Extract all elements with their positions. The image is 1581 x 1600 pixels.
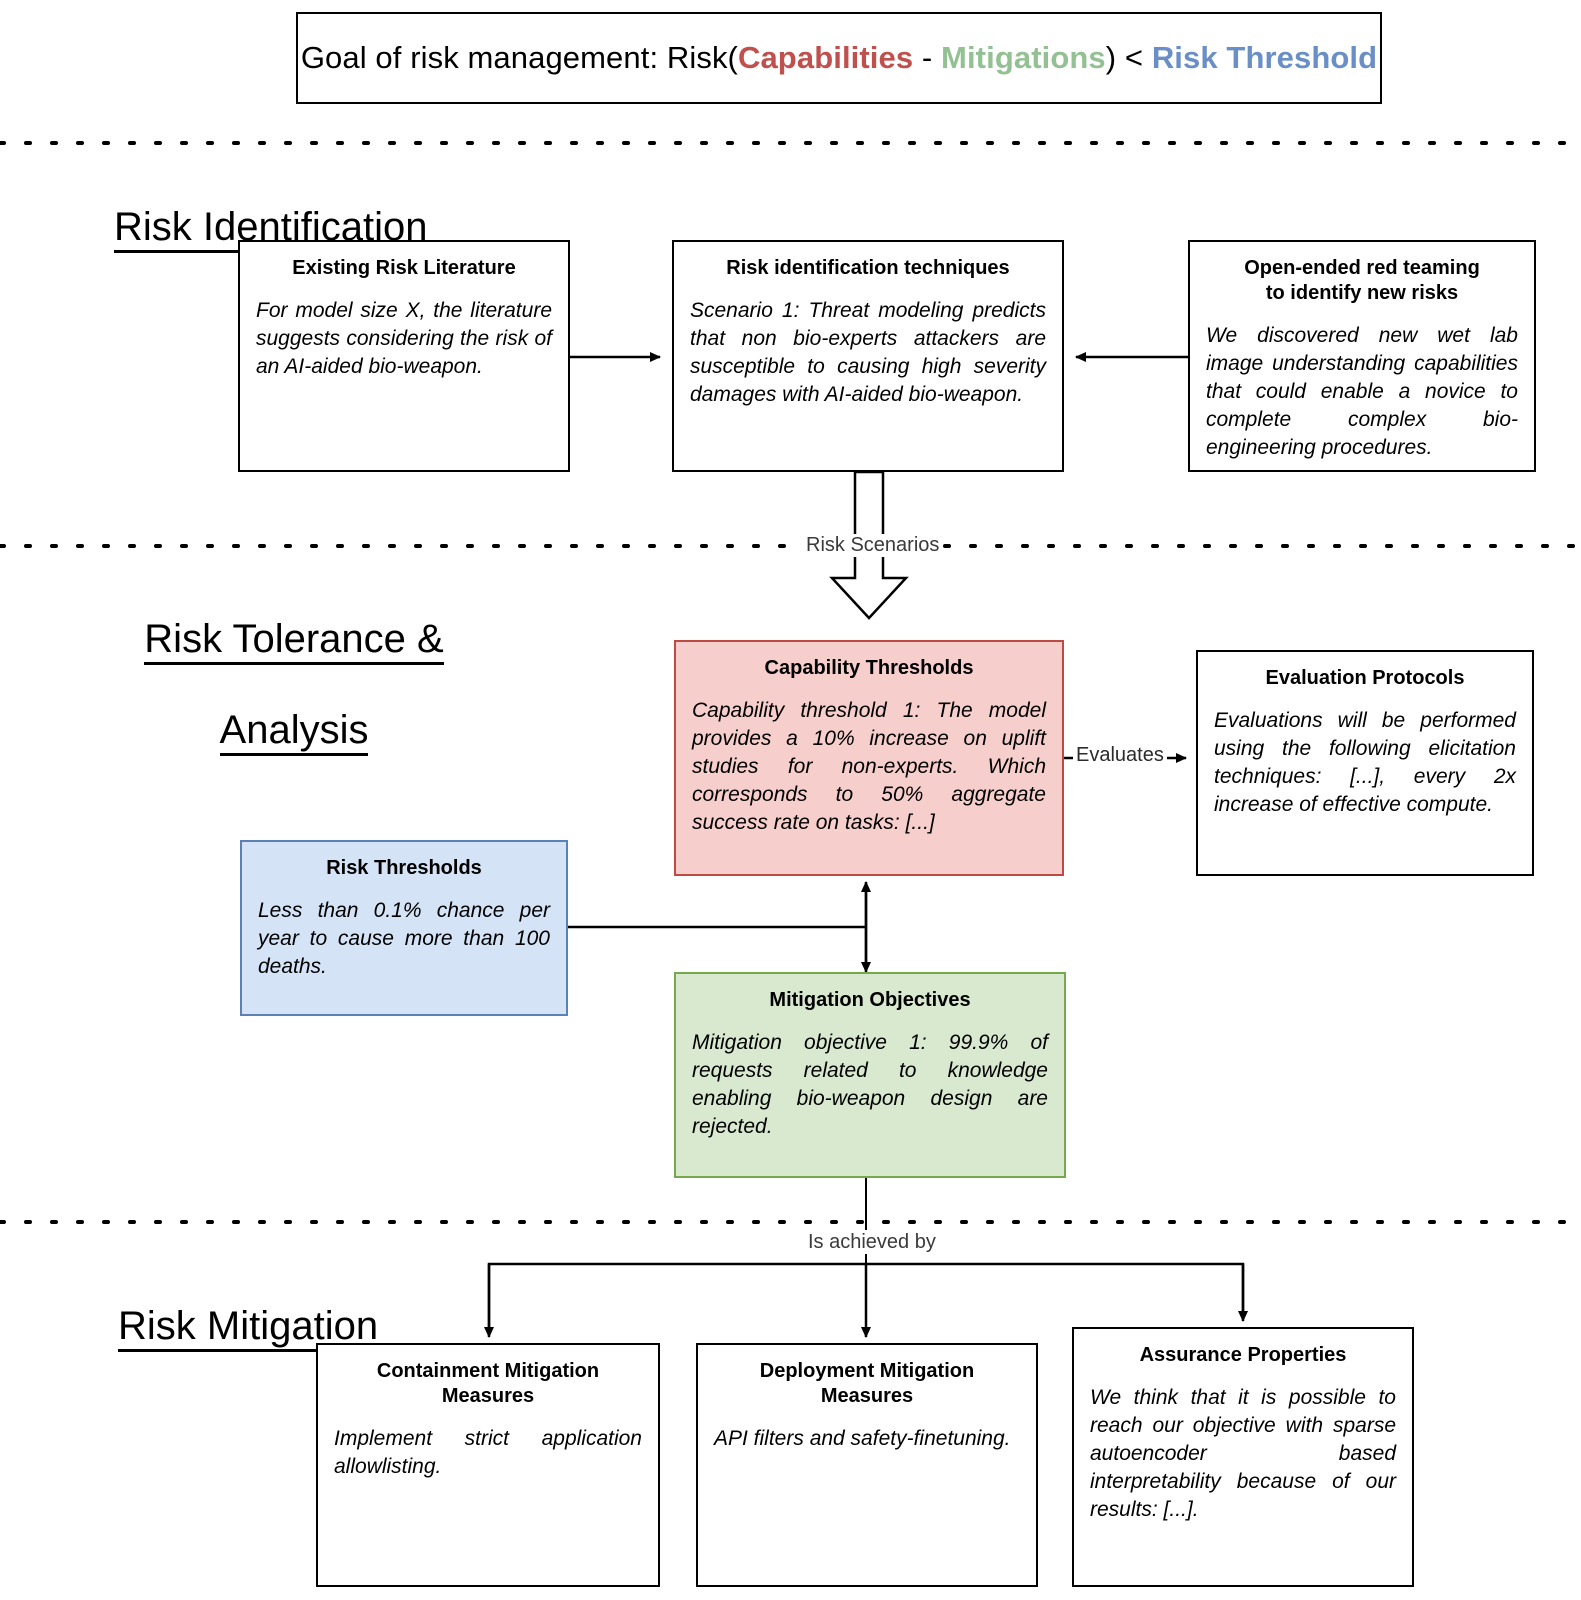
node-open-ended-red-teaming[interactable]: Open-ended red teaming to identify new r… [1188,240,1536,472]
node-body: For model size X, the literature suggest… [256,299,552,378]
node-evaluation-protocols[interactable]: Evaluation Protocols Evaluations will be… [1196,650,1534,876]
node-body: We think that it is possible to reach ou… [1090,1386,1396,1521]
node-title: Containment Mitigation Measures [376,1360,600,1407]
node-title: Assurance Properties [1139,1344,1347,1366]
edge-label-is-achieved-by: Is achieved by [805,1231,939,1254]
node-body: Less than 0.1% chance per year to cause … [258,899,550,978]
edge-label-risk-scenarios: Risk Scenarios [803,534,943,557]
section-title-risk-tolerance-line2: Analysis [219,708,369,756]
node-title: Existing Risk Literature [292,257,516,279]
node-body: Implement strict application allowlistin… [334,1427,642,1478]
node-body: We discovered new wet lab image understa… [1206,324,1518,459]
goal-capabilities: Capabilities [737,40,914,75]
node-body: Capability threshold 1: The model provid… [692,699,1046,834]
node-body: API filters and safety-finetuning. [714,1427,1011,1450]
node-title: Risk identification techniques [726,257,1010,279]
node-title: Capability Thresholds [764,657,974,679]
goal-middle: ) < [1105,40,1152,75]
goal-banner: Goal of risk management: Risk(Capabiliti… [296,12,1382,104]
goal-minus: - [913,40,942,75]
node-mitigation-objectives[interactable]: Mitigation Objectives Mitigation objecti… [674,972,1066,1178]
node-body: Scenario 1: Threat modeling predicts tha… [690,299,1046,406]
section-title-risk-tolerance-line1: Risk Tolerance & [144,618,444,666]
goal-formula: Goal of risk management: Risk(Capabiliti… [301,40,1377,76]
node-body: Mitigation objective 1: 99.9% of request… [692,1031,1048,1138]
edge-label-evaluates: Evaluates [1073,744,1167,767]
node-title: Mitigation Objectives [769,989,971,1011]
node-containment-mitigation-measures[interactable]: Containment Mitigation Measures Implemen… [316,1343,660,1587]
node-title: Open-ended red teaming to identify new r… [1244,257,1480,304]
section-title-risk-tolerance: Risk Tolerance & Analysis [114,575,474,756]
goal-mitigations: Mitigations [941,40,1106,75]
node-risk-identification-techniques[interactable]: Risk identification techniques Scenario … [672,240,1064,472]
section-title-risk-mitigation-text: Risk Mitigation [118,1305,379,1353]
node-body: Evaluations will be performed using the … [1214,709,1516,816]
node-deployment-mitigation-measures[interactable]: Deployment Mitigation Measures API filte… [696,1343,1038,1587]
node-assurance-properties[interactable]: Assurance Properties We think that it is… [1072,1327,1414,1587]
node-risk-thresholds[interactable]: Risk Thresholds Less than 0.1% chance pe… [240,840,568,1016]
node-title: Evaluation Protocols [1265,667,1465,689]
node-title: Deployment Mitigation Measures [759,1360,975,1407]
section-title-risk-mitigation: Risk Mitigation [118,1262,379,1353]
node-capability-thresholds[interactable]: Capability Thresholds Capability thresho… [674,640,1064,876]
goal-prefix: Goal of risk management: Risk( [300,40,738,75]
node-existing-risk-literature[interactable]: Existing Risk Literature For model size … [238,240,570,472]
node-title: Risk Thresholds [326,857,482,879]
goal-risk-threshold: Risk Threshold [1151,40,1378,75]
